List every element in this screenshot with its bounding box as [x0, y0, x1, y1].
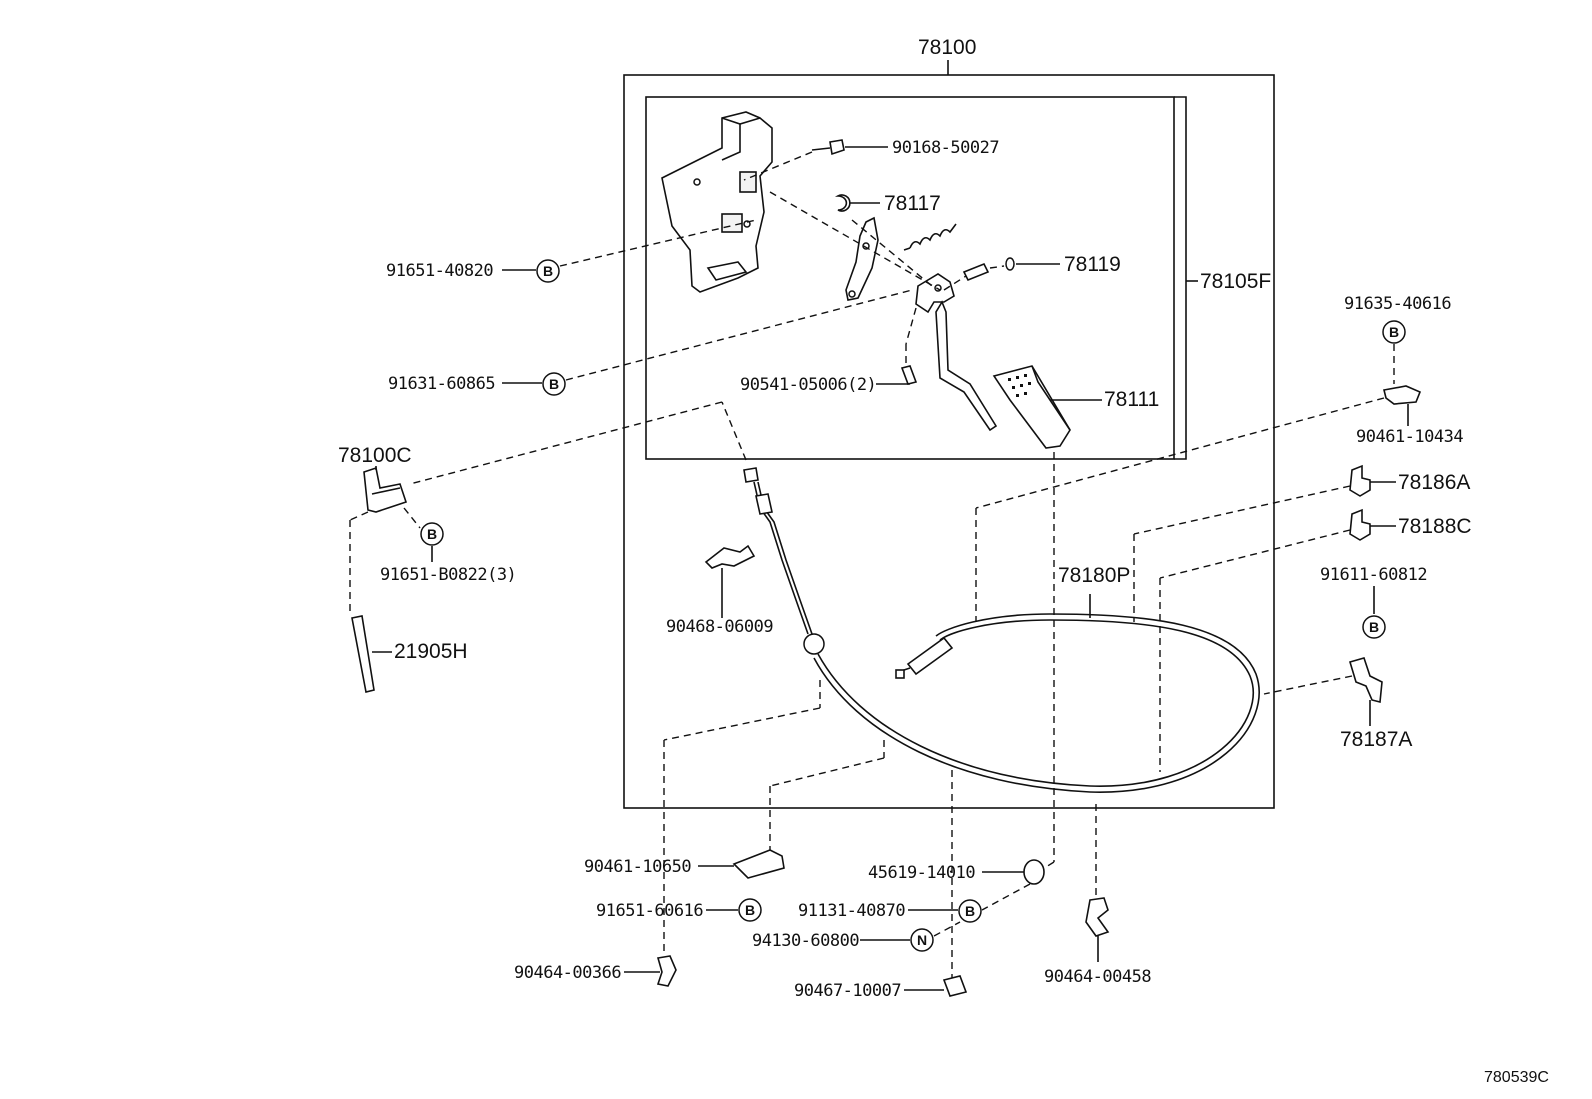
- clip-90464-00366: [656, 955, 677, 987]
- svg-text:B: B: [549, 376, 559, 392]
- pedal-arm: [915, 273, 998, 432]
- clip-90467-10007: [942, 975, 968, 997]
- main-assembly-frame: [623, 74, 1275, 809]
- label-91631-60865[interactable]: 91631-60865: [388, 374, 496, 394]
- label-78117[interactable]: 78117: [884, 192, 941, 215]
- label-91651-60616[interactable]: 91651-60616: [596, 901, 704, 921]
- bolt-marker-91651-60616: [738, 898, 762, 922]
- label-78111[interactable]: 78111: [1104, 388, 1159, 411]
- bolt-marker-91611-60812: [1362, 615, 1386, 639]
- pedal-pad-78111: [992, 365, 1071, 449]
- label-91651-B0822[interactable]: 91651-B0822(3): [380, 565, 517, 585]
- bolt-marker-91635-40616: [1382, 320, 1406, 344]
- label-90461-10650[interactable]: 90461-10650: [584, 857, 692, 877]
- label-78119[interactable]: 78119: [1064, 253, 1121, 276]
- label-91635-40616[interactable]: 91635-40616: [1344, 294, 1452, 314]
- pivot-collar: [962, 262, 990, 282]
- clip-78188C: [1349, 508, 1371, 541]
- label-90464-00458[interactable]: 90464-00458: [1044, 967, 1152, 987]
- nut-marker-94130-60800: [910, 928, 934, 952]
- grommet-45619-14010: [1023, 859, 1045, 885]
- label-78187A[interactable]: 78187A: [1340, 728, 1412, 751]
- return-spring: [909, 223, 957, 249]
- link-plate: [845, 216, 879, 301]
- label-78188C[interactable]: 78188C: [1398, 515, 1472, 538]
- clamp-90461-10434: [1383, 385, 1422, 405]
- svg-text:B: B: [427, 526, 437, 542]
- label-91131-40870[interactable]: 91131-40870: [798, 901, 906, 921]
- bolt-marker-91631-60865: [542, 372, 566, 396]
- svg-text:B: B: [1369, 619, 1379, 635]
- clamp-90461-10650: [732, 849, 785, 879]
- label-90468-06009[interactable]: 90468-06009: [666, 617, 774, 637]
- pedal-bracket-housing: [661, 111, 773, 293]
- label-78100[interactable]: 78100: [918, 36, 976, 59]
- label-21905H[interactable]: 21905H: [394, 640, 468, 663]
- label-90461-10434[interactable]: 90461-10434: [1356, 427, 1464, 447]
- clip-90468-06009: [704, 544, 756, 569]
- label-90467-10007[interactable]: 90467-10007: [794, 981, 902, 1001]
- clip-78186A: [1349, 464, 1371, 497]
- diagram-reference-code: 780539C: [1484, 1069, 1549, 1086]
- clip-78119: [1005, 257, 1015, 271]
- clip-90464-00458: [1085, 897, 1110, 937]
- screw-90541-05006: [900, 365, 918, 385]
- label-78180P[interactable]: 78180P: [1058, 564, 1130, 587]
- bushing-78117: [837, 194, 851, 212]
- label-91611-60812[interactable]: 91611-60812: [1320, 565, 1428, 585]
- svg-text:B: B: [745, 902, 755, 918]
- svg-text:B: B: [965, 903, 975, 919]
- bracket-78187A: [1349, 657, 1383, 704]
- bolt-marker-91651-B0822: [420, 522, 444, 546]
- label-78105F[interactable]: 78105F: [1200, 270, 1271, 293]
- pedal-subassembly-frame: [645, 96, 1175, 460]
- label-90168-50027[interactable]: 90168-50027: [892, 138, 1000, 158]
- label-90541-05006[interactable]: 90541-05006(2): [740, 375, 877, 395]
- bolt-marker-91131-40870: [958, 899, 982, 923]
- rod-21905H: [351, 615, 375, 693]
- label-90464-00366[interactable]: 90464-00366: [514, 963, 622, 983]
- svg-text:N: N: [917, 932, 927, 948]
- label-45619-14010[interactable]: 45619-14010: [868, 863, 976, 883]
- label-91651-40820[interactable]: 91651-40820: [386, 261, 494, 281]
- accelerator-cable-78180P: [743, 467, 1260, 793]
- label-78100C[interactable]: 78100C: [338, 444, 412, 467]
- screw-90168-50027: [811, 139, 845, 156]
- bracket-78100C: [363, 466, 408, 513]
- label-78186A[interactable]: 78186A: [1398, 471, 1470, 494]
- svg-text:B: B: [543, 263, 553, 279]
- bolt-marker-91651-40820: [536, 259, 560, 283]
- label-94130-60800[interactable]: 94130-60800: [752, 931, 860, 951]
- svg-text:B: B: [1389, 324, 1399, 340]
